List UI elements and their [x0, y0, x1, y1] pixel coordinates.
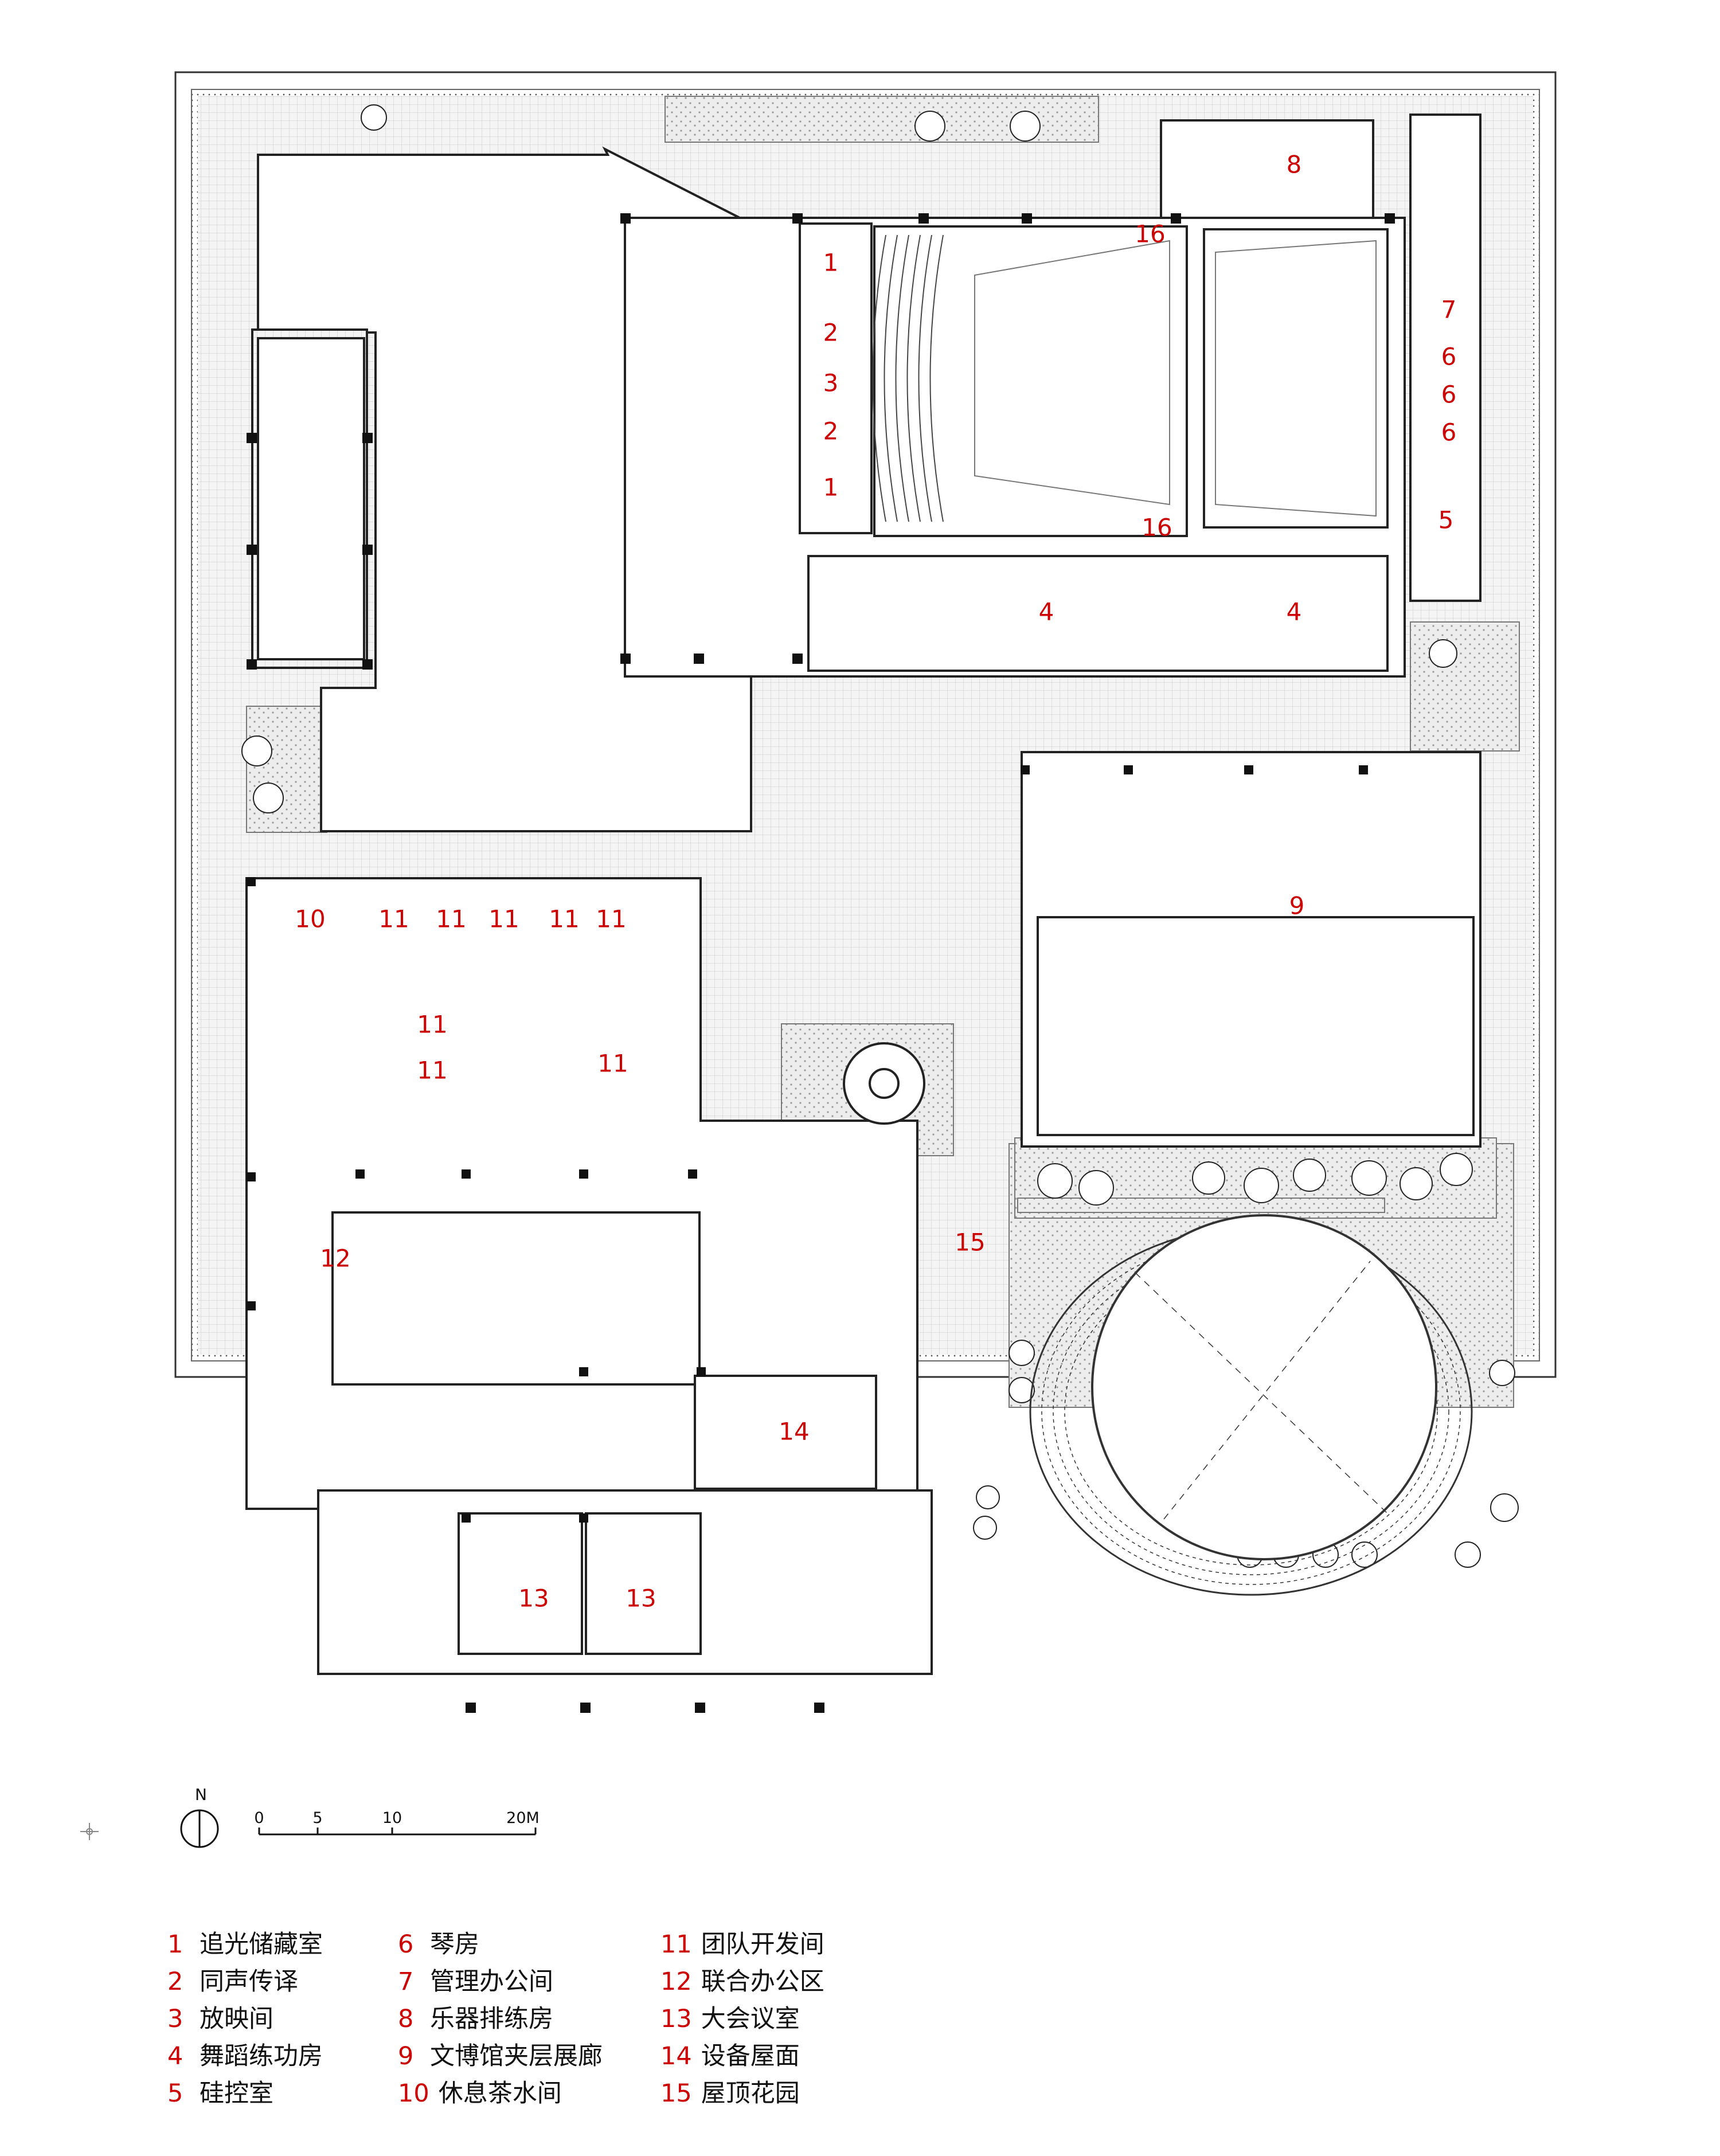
room-label-r11e: 11 — [596, 905, 626, 933]
legend-label: 休息茶水间 — [438, 2079, 562, 2108]
room-label-r16b: 16 — [1142, 514, 1172, 542]
legend-number: 3 — [167, 2005, 183, 2033]
legend-number: 14 — [660, 2042, 692, 2071]
legend-number: 9 — [398, 2042, 414, 2071]
legend-item: 11 团队开发间 — [660, 1926, 824, 1963]
legend-label: 文博馆夹层展廊 — [430, 2042, 603, 2071]
legend-item: 14 设备屋面 — [660, 2038, 824, 2075]
legend-item: 10 休息茶水间 — [398, 2075, 603, 2112]
legend-item: 6 琴房 — [398, 1926, 603, 1963]
room-label-r11h: 11 — [597, 1050, 628, 1078]
legend-item: 4 舞蹈练功房 — [167, 2038, 323, 2075]
room-label-r11g: 11 — [417, 1057, 447, 1085]
legend-number: 11 — [660, 1930, 692, 1959]
legend-number: 2 — [167, 1967, 183, 1996]
legend-label: 乐器排练房 — [430, 2005, 553, 2033]
room-label-r1a: 1 — [823, 249, 839, 277]
legend-number: 13 — [660, 2005, 692, 2033]
legend-label: 硅控室 — [200, 2079, 273, 2108]
legend-item: 15 屋顶花园 — [660, 2075, 824, 2112]
legend-label: 琴房 — [430, 1930, 479, 1959]
room-label-r4a: 4 — [1039, 598, 1054, 626]
room-label-r11c: 11 — [488, 905, 519, 933]
room-label-r5: 5 — [1438, 506, 1454, 534]
room-label-r16a: 16 — [1135, 220, 1165, 248]
legend-number: 6 — [398, 1930, 414, 1959]
legend-number: 7 — [398, 1967, 414, 1996]
north-label: N — [195, 1785, 207, 1804]
room-label-r3: 3 — [823, 369, 839, 397]
legend-number: 12 — [660, 1967, 692, 1996]
room-label-r12: 12 — [320, 1245, 350, 1273]
circular-hall — [1029, 1214, 1473, 1596]
room-label-r11d: 11 — [549, 905, 579, 933]
legend-item: 12 联合办公区 — [660, 1963, 824, 2001]
legend: 1 追光储藏室 2 同声传译 3 放映间 4 舞蹈练功房 5 硅控室 6 琴房 7 管理办公间… — [167, 1926, 913, 2108]
legend-column-1: 1 追光储藏室 2 同声传译 3 放映间 4 舞蹈练功房 5 硅控室 — [167, 1926, 323, 2112]
legend-item: 5 硅控室 — [167, 2075, 323, 2112]
legend-item: 8 乐器排练房 — [398, 2001, 603, 2038]
legend-number: 5 — [167, 2079, 183, 2108]
room-label-r6b: 6 — [1441, 381, 1457, 409]
scale-tick-5: 5 — [312, 1809, 322, 1827]
room-label-r15: 15 — [955, 1228, 985, 1257]
scale-tick-20m: 20M — [506, 1809, 540, 1827]
north-arrow: N — [180, 1785, 219, 1848]
legend-label: 联合办公区 — [701, 1967, 824, 1996]
tree-symbols — [241, 104, 1519, 1568]
room-label-r11a: 11 — [378, 905, 409, 933]
legend-label: 屋顶花园 — [701, 2079, 800, 2108]
scale-tick-0: 0 — [254, 1809, 264, 1827]
legend-column-2: 6 琴房 7 管理办公间 8 乐器排练房 9 文博馆夹层展廊 10 休息茶水间 — [398, 1926, 603, 2112]
legend-item: 9 文博馆夹层展廊 — [398, 2038, 603, 2075]
legend-label: 管理办公间 — [430, 1967, 553, 1996]
legend-item: 2 同声传译 — [167, 1963, 323, 2001]
legend-label: 追光储藏室 — [200, 1930, 323, 1959]
origin-marker — [80, 1823, 99, 1840]
legend-label: 舞蹈练功房 — [200, 2042, 323, 2071]
room-label-r7: 7 — [1441, 296, 1457, 324]
room-label-r9: 9 — [1289, 892, 1305, 920]
legend-label: 大会议室 — [701, 2005, 800, 2033]
legend-item: 1 追光储藏室 — [167, 1926, 323, 1963]
scale-tick-10: 10 — [382, 1809, 402, 1827]
room-label-r11b: 11 — [436, 905, 466, 933]
legend-item: 3 放映间 — [167, 2001, 323, 2038]
room-label-r2b: 2 — [823, 417, 839, 445]
room-label-r14: 14 — [779, 1418, 809, 1446]
legend-label: 设备屋面 — [701, 2042, 800, 2071]
legend-item: 7 管理办公间 — [398, 1963, 603, 2001]
room-label-r13b: 13 — [626, 1584, 656, 1613]
legend-number: 1 — [167, 1930, 183, 1959]
legend-number: 10 — [398, 2079, 429, 2108]
columns — [247, 213, 1395, 1713]
legend-number: 15 — [660, 2079, 692, 2108]
room-label-r13a: 13 — [518, 1584, 549, 1613]
legend-item: 13 大会议室 — [660, 2001, 824, 2038]
legend-label: 放映间 — [200, 2005, 273, 2033]
legend-label: 团队开发间 — [701, 1930, 824, 1959]
room-label-r2a: 2 — [823, 319, 839, 347]
room-label-r6c: 6 — [1441, 418, 1457, 447]
legend-column-3: 11 团队开发间 12 联合办公区 13 大会议室 14 设备屋面 15 屋顶花园 — [660, 1926, 824, 2112]
room-label-r8: 8 — [1287, 151, 1302, 179]
room-label-r11f: 11 — [417, 1011, 447, 1039]
building-walls — [245, 114, 1481, 1675]
legend-number: 4 — [167, 2042, 183, 2071]
room-label-r4b: 4 — [1287, 598, 1302, 626]
legend-label: 同声传译 — [200, 1967, 298, 1996]
room-label-r10: 10 — [295, 905, 325, 933]
legend-number: 8 — [398, 2005, 414, 2033]
scale-bar: 0 5 10 20M — [254, 1809, 540, 1836]
auditorium-seating — [872, 234, 1377, 522]
room-label-r1b: 1 — [823, 474, 839, 502]
room-label-r6a: 6 — [1441, 343, 1457, 371]
